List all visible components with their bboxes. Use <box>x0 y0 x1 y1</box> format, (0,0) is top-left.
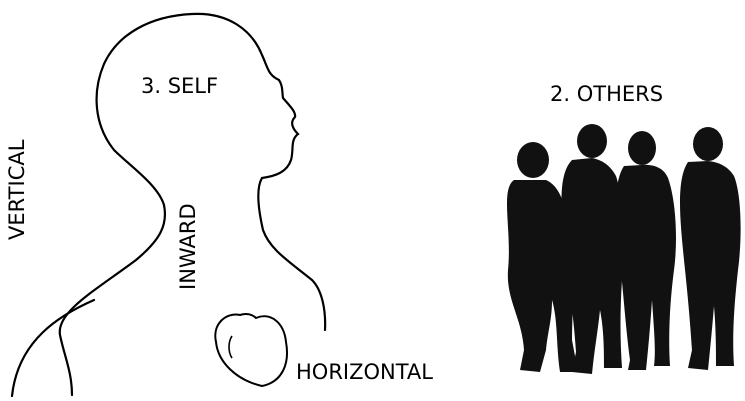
heart-icon <box>214 313 288 388</box>
person-silhouette-4 <box>680 127 741 370</box>
person-silhouette-2 <box>561 124 624 374</box>
self-head-outline <box>58 12 327 397</box>
others-silhouettes <box>506 124 741 374</box>
self-label: 3. SELF <box>141 74 219 98</box>
inward-arrow <box>196 150 228 325</box>
inward-label: INWARD <box>176 203 200 290</box>
self-shoulder-line <box>10 298 96 398</box>
heart-inner-stroke <box>228 335 233 359</box>
horizontal-arrow <box>268 298 500 344</box>
others-label: 2. OTHERS <box>550 82 664 106</box>
person-silhouette-3 <box>616 131 676 370</box>
vertical-arrow <box>42 6 138 365</box>
vertical-label: VERTICAL <box>5 139 29 240</box>
person-silhouette-1 <box>506 142 578 372</box>
horizontal-label: HORIZONTAL <box>296 360 433 384</box>
